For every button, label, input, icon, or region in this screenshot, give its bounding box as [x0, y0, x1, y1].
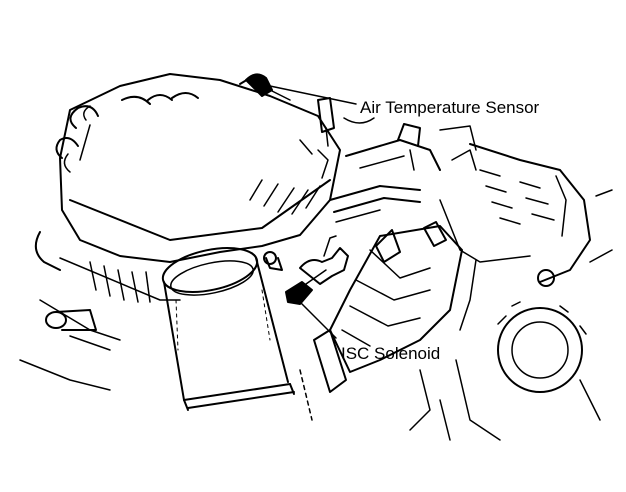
left-bolt [19, 309, 111, 391]
air-temperature-sensor-label: Air Temperature Sensor [360, 98, 540, 117]
isc-solenoid [263, 235, 349, 305]
air-temp-leader-line [269, 85, 357, 105]
throttle-body-area [329, 117, 477, 223]
right-engine-block [409, 143, 613, 441]
intake-duct [161, 247, 295, 411]
ribbed-hose [299, 221, 463, 421]
isc-solenoid-label: ISC Solenoid [341, 344, 441, 363]
air-temperature-sensor [239, 73, 335, 147]
